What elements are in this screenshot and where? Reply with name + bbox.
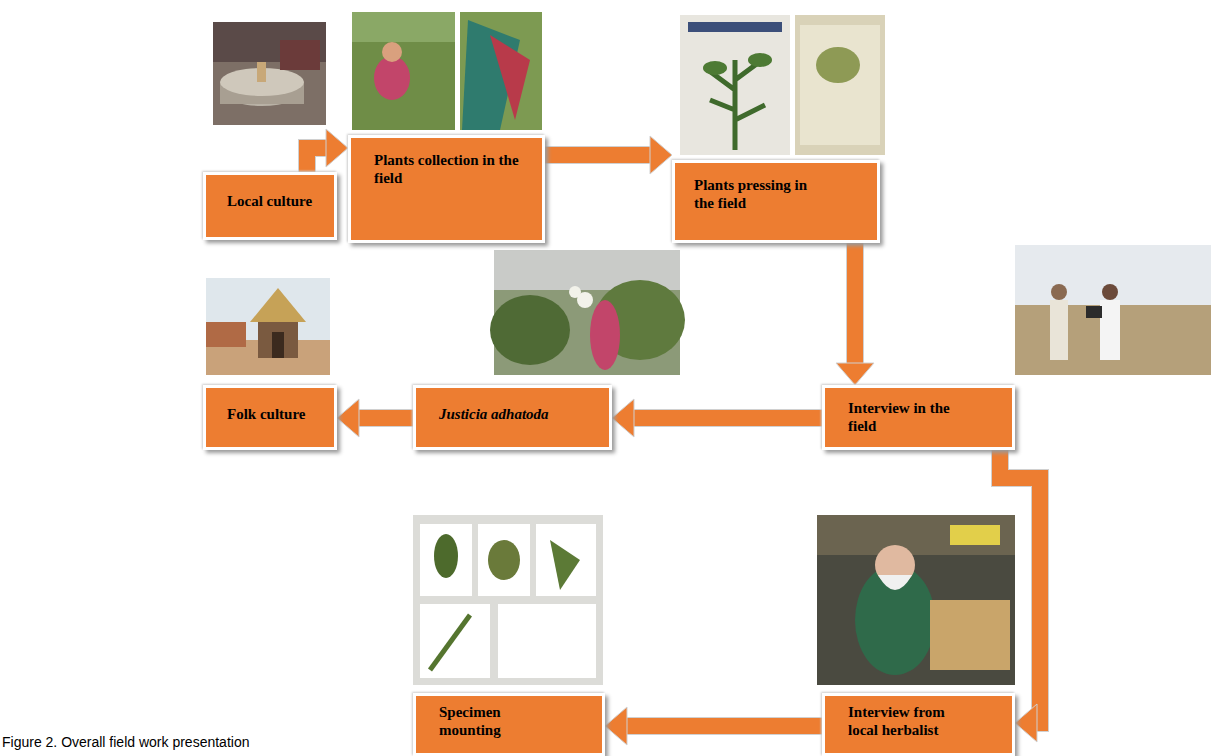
step-box: Plants collection in the field [348, 135, 545, 243]
step-box: Folk culture [203, 385, 337, 450]
step-box: Specimen mounting [413, 693, 605, 756]
step-label: Local culture [227, 192, 334, 210]
step-label: Plants collection in the field [374, 151, 524, 187]
step-label: Interview in the field [848, 399, 968, 435]
step-box: Local culture [203, 172, 337, 240]
step-box: Plants pressing in the field [672, 160, 880, 243]
block-arrow [545, 136, 672, 174]
block-arrow [605, 707, 822, 745]
step-box: Interview from local herbalist [822, 693, 1015, 756]
step-box: Interview in the field [822, 385, 1015, 450]
step-label: Folk culture [227, 405, 334, 423]
step-label: Plants pressing in the field [694, 176, 824, 212]
step-box: Justicia adhatoda [413, 385, 612, 450]
step-label: Specimen mounting [439, 703, 549, 739]
block-arrow [836, 243, 874, 385]
step-label: Interview from local herbalist [848, 703, 973, 739]
block-arrow [337, 399, 413, 437]
block-arrow [307, 129, 348, 172]
block-arrow [612, 399, 822, 437]
step-label: Justicia adhatoda [439, 405, 609, 423]
figure-caption: Figure 2. Overall field work presentatio… [2, 734, 249, 750]
